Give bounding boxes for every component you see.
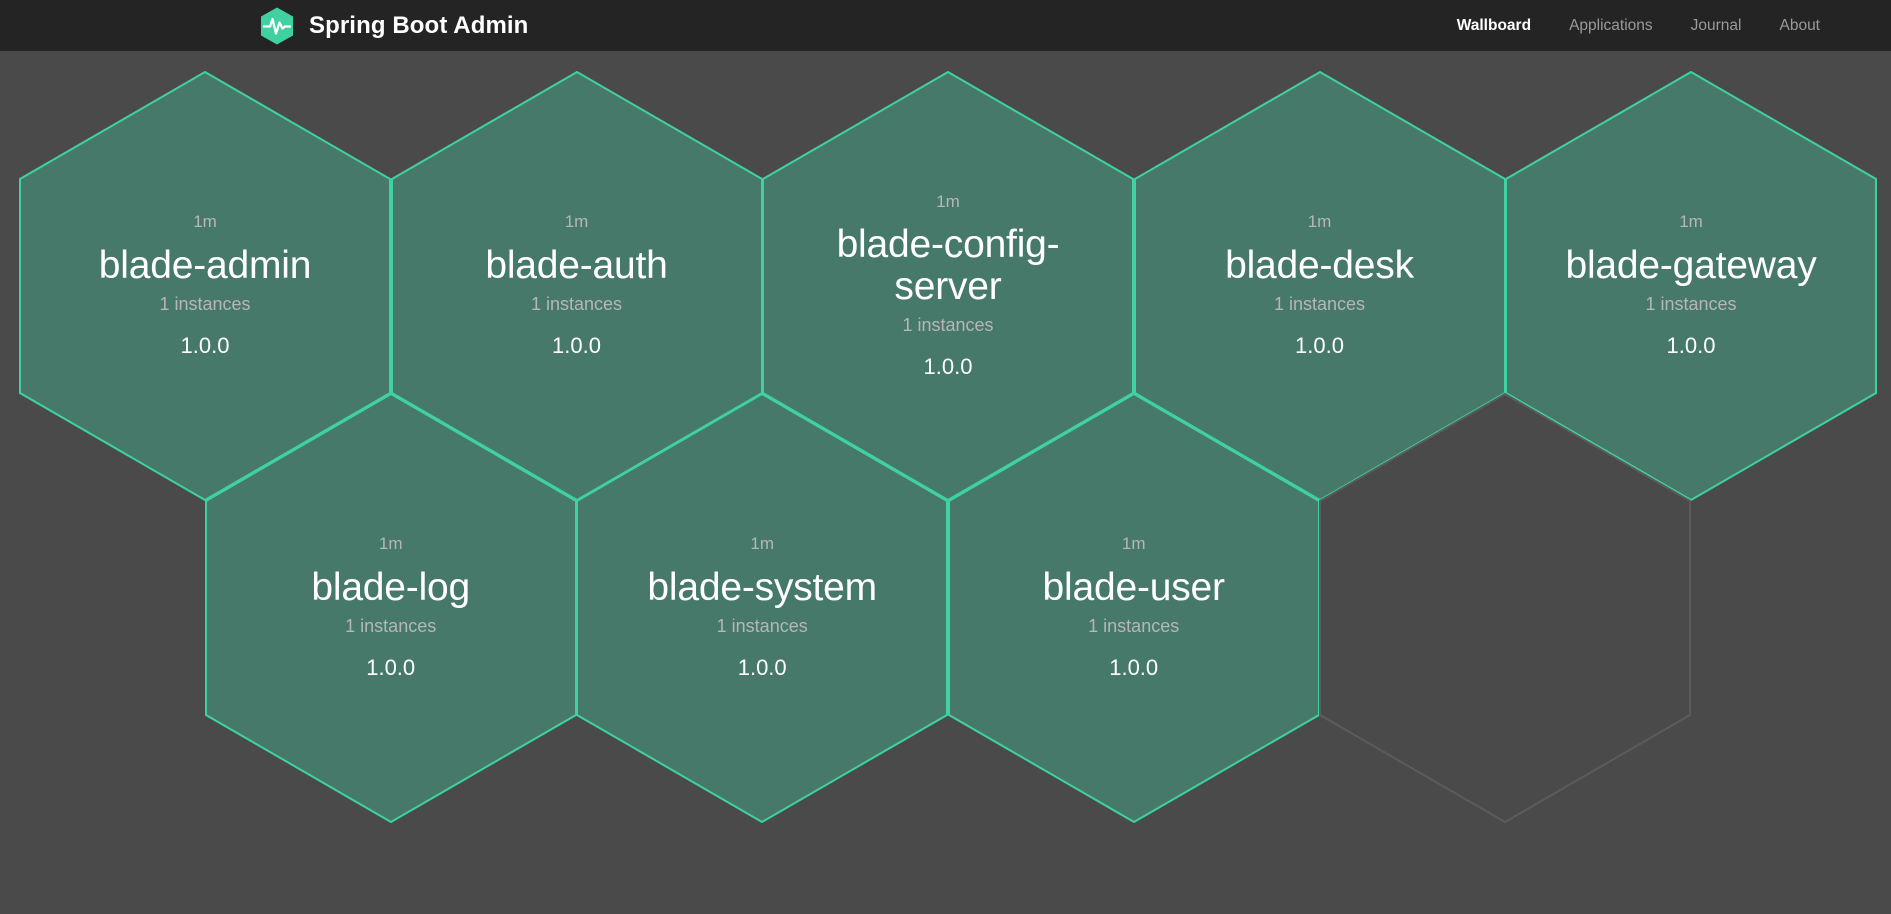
application-name: blade-desk <box>1225 243 1414 287</box>
application-status: 1m <box>564 212 589 232</box>
application-version: 1.0.0 <box>737 655 787 681</box>
application-hex-blade-system[interactable]: 1m blade-system 1 instances 1.0.0 <box>576 393 949 823</box>
application-name: blade-log <box>311 565 471 609</box>
application-instance-count: 1 instances <box>159 293 251 314</box>
application-instance-count: 1 instances <box>1645 293 1737 314</box>
application-hex-blade-user[interactable]: 1m blade-user 1 instances 1.0.0 <box>947 393 1320 823</box>
application-version: 1.0.0 <box>923 354 973 380</box>
application-hex-blade-admin[interactable]: 1m blade-admin 1 instances 1.0.0 <box>19 71 391 501</box>
application-status: 1m <box>750 534 774 554</box>
application-version: 1.0.0 <box>180 333 230 359</box>
application-instance-count: 1 instances <box>345 615 437 636</box>
application-hex-content: 1m blade-desk 1 instances 1.0.0 <box>1134 71 1506 501</box>
brand-title: Spring Boot Admin <box>309 11 529 39</box>
application-name: blade-system <box>647 565 877 609</box>
nav-link-about[interactable]: About <box>1779 16 1820 34</box>
wallboard-grid: 1m blade-admin 1 instances 1.0.0 1m blade-aut… <box>0 51 1891 914</box>
application-name: blade-user <box>1042 565 1225 609</box>
nav-link-wallboard[interactable]: Wallboard <box>1456 16 1532 34</box>
primary-nav: Wallboard Applications Journal About <box>1438 17 1839 35</box>
application-hex-content: 1m blade-auth 1 instances 1.0.0 <box>391 71 763 501</box>
application-hex-blade-desk[interactable]: 1m blade-desk 1 instances 1.0.0 <box>1133 71 1506 501</box>
application-hex-content: 1m blade-config-server 1 instances 1.0.0 <box>762 71 1134 501</box>
application-hex-blade-gateway[interactable]: 1m blade-gateway 1 instances 1.0.0 <box>1505 71 1877 501</box>
application-status: 1m <box>936 191 960 211</box>
application-instance-count: 1 instances <box>1273 293 1366 314</box>
application-version: 1.0.0 <box>1109 655 1159 681</box>
application-instance-count: 1 instances <box>530 293 623 314</box>
application-version: 1.0.0 <box>1295 333 1344 359</box>
application-hex-blade-config-server[interactable]: 1m blade-config-server 1 instances 1.0.0 <box>762 71 1134 501</box>
application-version: 1.0.0 <box>366 655 416 681</box>
application-hex-content: 1m blade-system 1 instances 1.0.0 <box>576 393 948 823</box>
application-hex-content: 1m blade-admin 1 instances 1.0.0 <box>19 71 391 501</box>
application-status: 1m <box>1307 212 1332 232</box>
application-name: blade-config-server <box>836 223 1060 308</box>
application-hex-content: 1m blade-log 1 instances 1.0.0 <box>205 393 577 823</box>
application-status: 1m <box>1679 212 1703 232</box>
brand-home-link[interactable]: Spring Boot Admin <box>256 5 528 47</box>
empty-hex-placeholder <box>1319 393 1692 823</box>
spring-boot-admin-pulse-hexagon-logo-icon <box>256 5 298 47</box>
application-version: 1.0.0 <box>552 333 601 359</box>
application-status: 1m <box>378 534 403 554</box>
application-version: 1.0.0 <box>1666 333 1716 359</box>
nav-link-applications[interactable]: Applications <box>1569 16 1653 34</box>
application-status: 1m <box>193 212 217 232</box>
application-instance-count: 1 instances <box>716 615 808 636</box>
application-hex-content: 1m blade-gateway 1 instances 1.0.0 <box>1505 71 1877 501</box>
application-name: blade-auth <box>485 243 668 287</box>
application-status: 1m <box>1121 534 1146 554</box>
application-hex-content: 1m blade-user 1 instances 1.0.0 <box>948 393 1320 823</box>
application-instance-count: 1 instances <box>902 314 994 335</box>
application-hex-blade-log[interactable]: 1m blade-log 1 instances 1.0.0 <box>204 393 577 823</box>
nav-link-journal[interactable]: Journal <box>1690 16 1742 34</box>
application-name: blade-gateway <box>1565 243 1817 287</box>
application-name: blade-admin <box>98 243 312 287</box>
application-hex-blade-auth[interactable]: 1m blade-auth 1 instances 1.0.0 <box>390 71 763 501</box>
top-navbar: Spring Boot Admin Wallboard Applications… <box>0 0 1891 51</box>
application-instance-count: 1 instances <box>1088 615 1180 636</box>
